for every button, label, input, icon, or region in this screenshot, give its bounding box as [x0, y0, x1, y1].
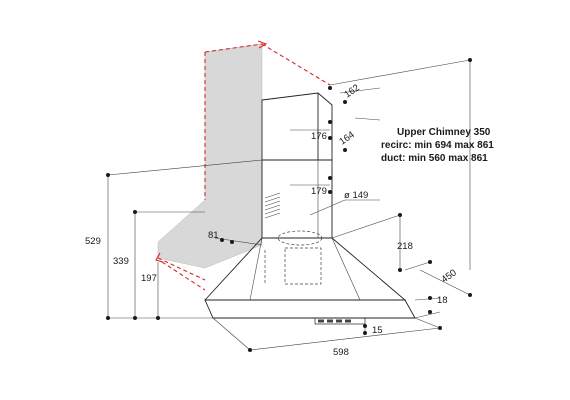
upper-chimney [261, 92, 333, 161]
chimney-notes: Upper Chimney 350 recirc: min 694 max 86… [381, 127, 494, 164]
dim-218: 218 [397, 241, 413, 252]
dim-15: 15 [372, 325, 383, 336]
dim-162: 162 [342, 82, 361, 100]
dim-176: 176 [311, 131, 327, 142]
dimension-dots [106, 58, 472, 352]
wall-silhouette [157, 43, 263, 269]
dim-339: 339 [113, 256, 129, 267]
dim-18: 18 [437, 295, 448, 306]
note-recirc: recirc: min 694 max 861 [381, 140, 494, 151]
vent-slots [264, 192, 281, 219]
red-guide-lines [155, 40, 331, 291]
dim-450: 450 [439, 267, 458, 285]
dimension-lines [107, 59, 471, 351]
dimension-labels: 162 176 164 179 ø 149 81 218 529 339 197… [85, 82, 459, 358]
dim-529: 529 [85, 236, 101, 247]
dim-197: 197 [141, 273, 157, 284]
note-upper-chimney: Upper Chimney 350 [397, 127, 491, 138]
dim-164: 164 [337, 129, 356, 147]
dim-81: 81 [208, 230, 219, 241]
dim-179: 179 [311, 186, 327, 197]
lower-chimney [261, 159, 333, 239]
dim-598: 598 [333, 347, 349, 358]
dim-149: ø 149 [344, 190, 368, 201]
note-duct: duct: min 560 max 861 [381, 153, 488, 164]
control-panel [314, 317, 366, 325]
hood-canopy [203, 230, 416, 325]
